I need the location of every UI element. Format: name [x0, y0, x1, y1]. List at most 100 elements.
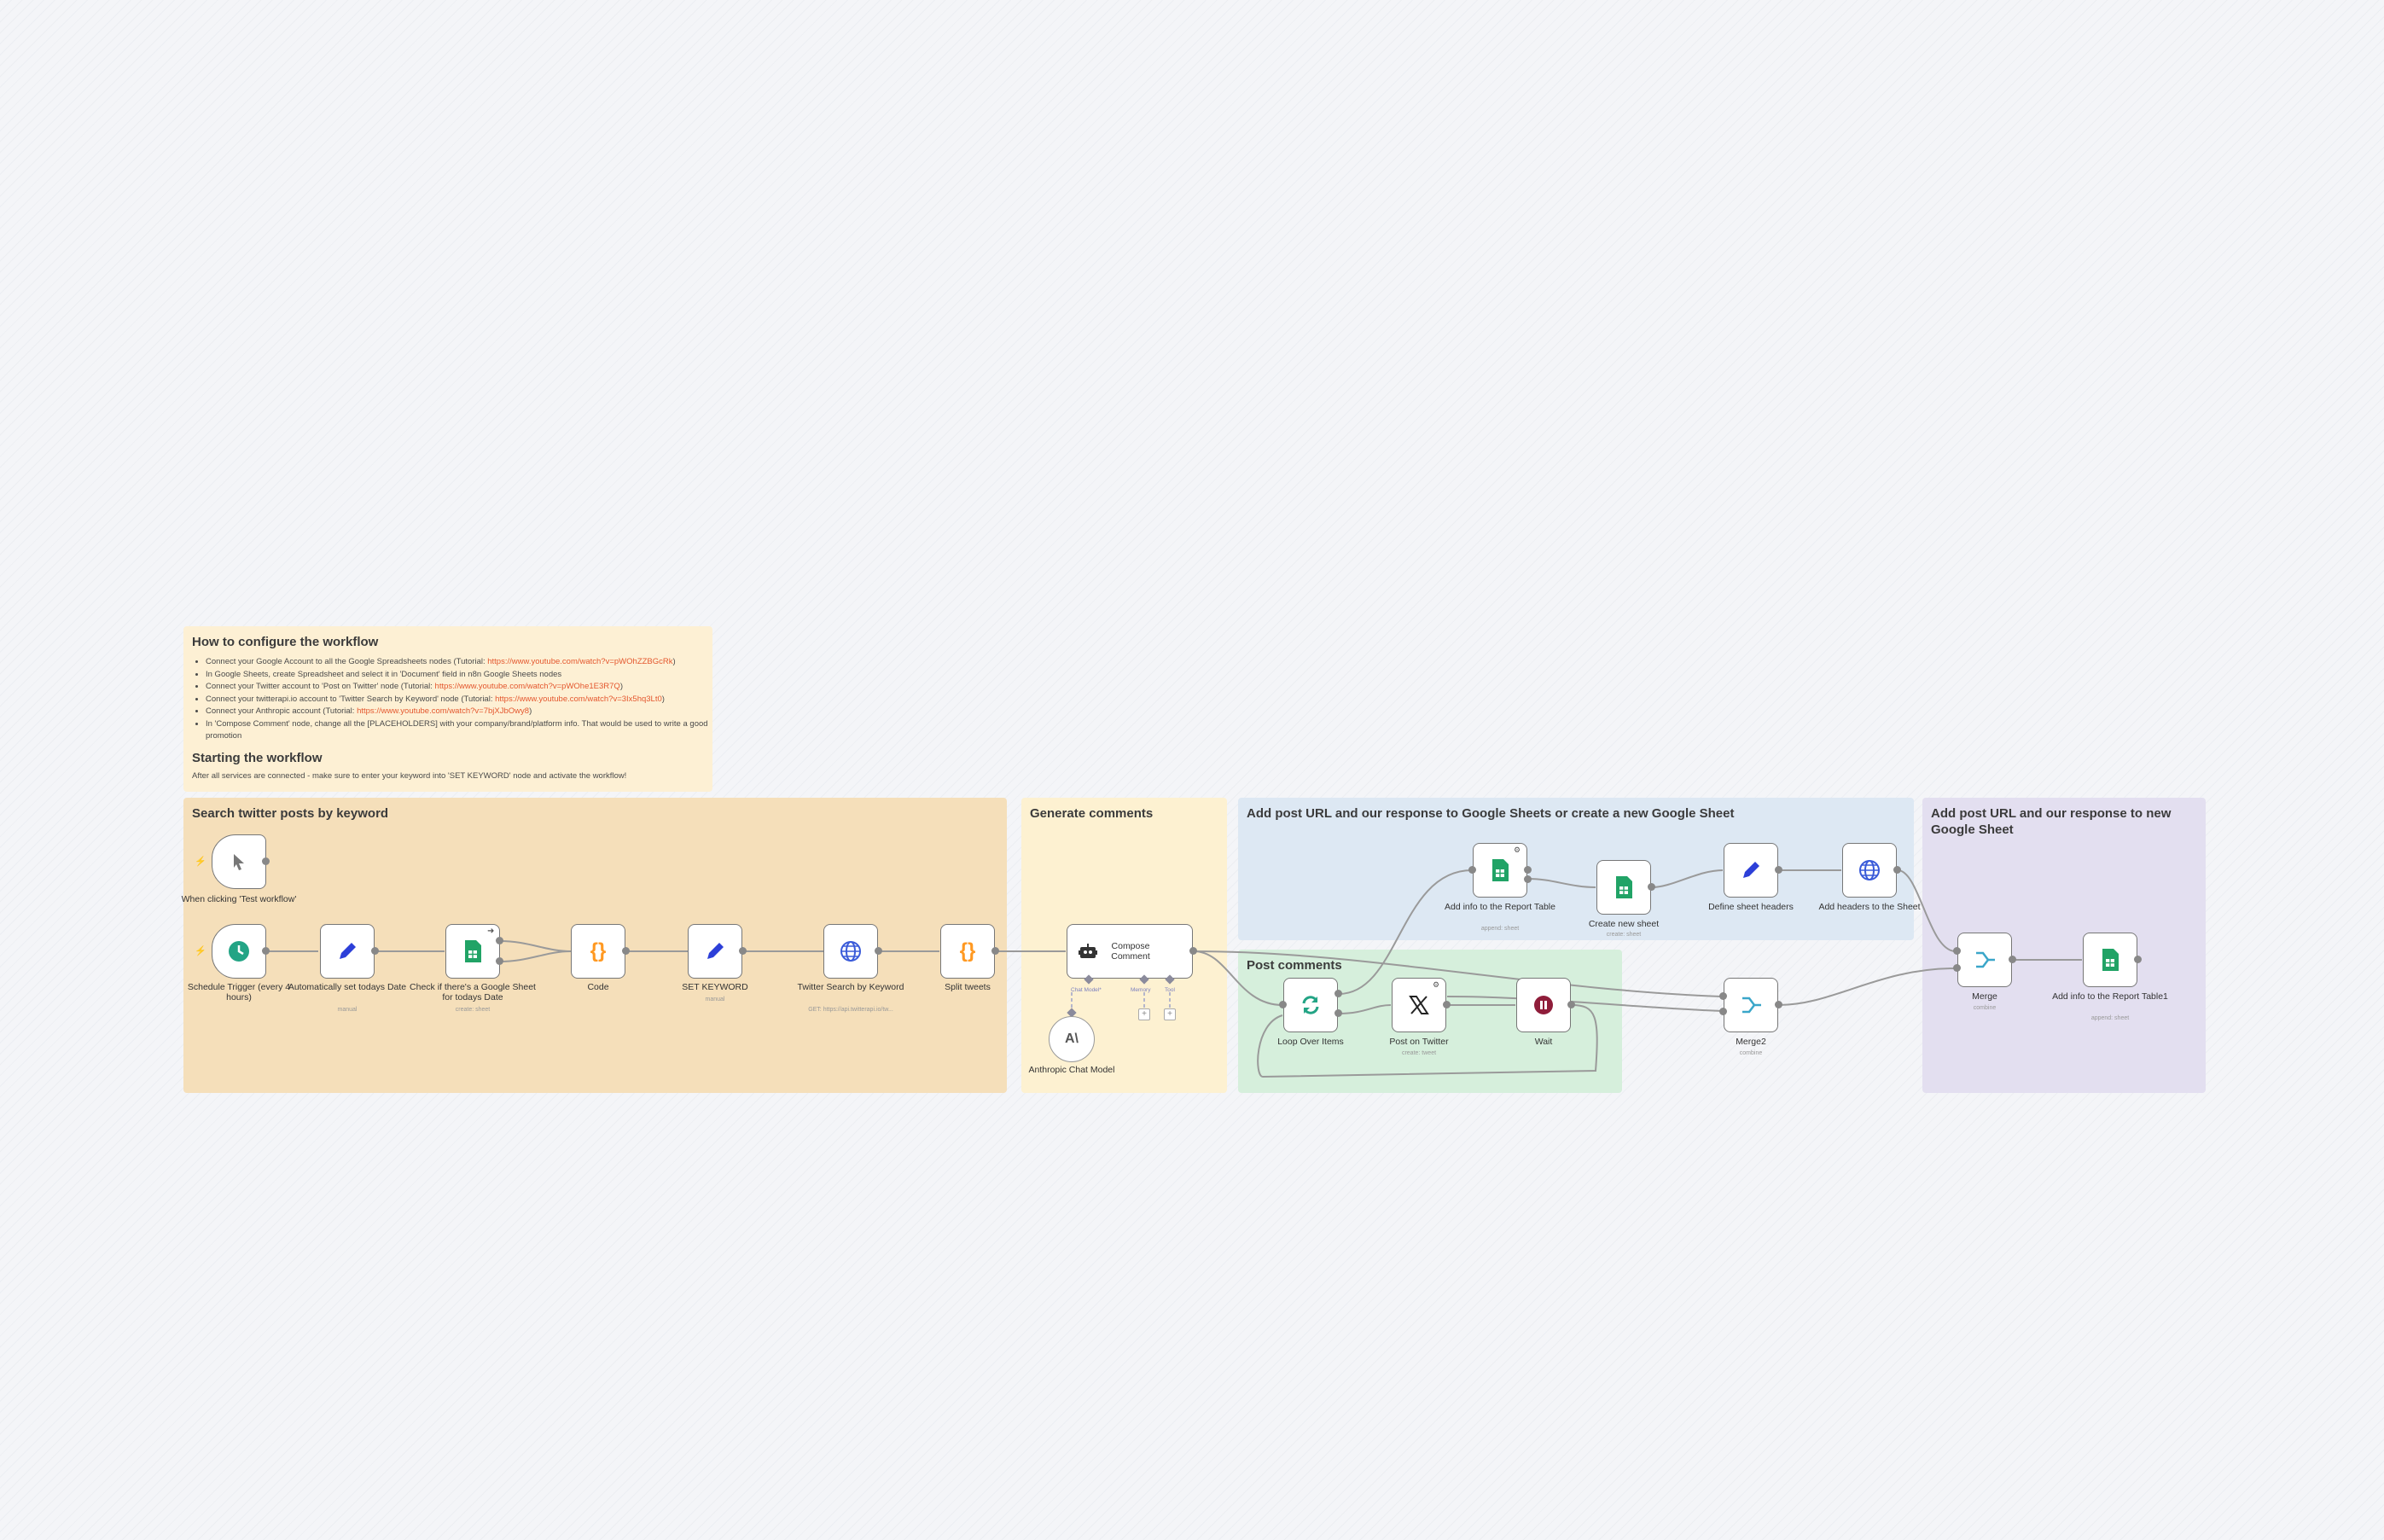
define-headers-node[interactable]	[1724, 843, 1778, 898]
create-sheet-node[interactable]	[1596, 860, 1651, 915]
twitter-search-output-port[interactable]	[875, 947, 882, 955]
edge-loop-post	[1338, 1004, 1392, 1014]
anthropic-icon: A\	[1065, 1032, 1079, 1046]
gear-icon: ⚙	[1433, 980, 1440, 989]
trigger-bolt-icon: ⚡	[195, 946, 206, 956]
add-report-output-port-2[interactable]	[1524, 875, 1532, 883]
add-report1-node[interactable]	[2083, 933, 2137, 987]
add-report-label: Add info to the Report Table	[1445, 902, 1555, 912]
edge-compose-merge2	[1193, 950, 1723, 997]
post-twitter-sub: create: tweet	[1401, 1050, 1437, 1056]
note-item-text: Connect your Anthropic account (Tutorial…	[206, 706, 358, 716]
note-item-tail: )	[619, 682, 623, 691]
code-label: Code	[587, 982, 609, 992]
merge-label: Merge	[1972, 991, 1997, 1002]
merge-output-port[interactable]	[2009, 956, 2016, 963]
merge-sub: combine	[1973, 1005, 1997, 1011]
edge-post-merge2	[1446, 996, 1723, 1012]
note-item-text: Connect your twitterapi.io account to 'T…	[206, 694, 496, 704]
post-twitter-node[interactable]	[1392, 978, 1446, 1032]
merge2-node[interactable]	[1724, 978, 1778, 1032]
merge2-sub: combine	[1739, 1050, 1763, 1056]
compose-output-port[interactable]	[1189, 947, 1197, 955]
manual-output-port[interactable]	[262, 857, 270, 865]
set-keyword-node[interactable]	[688, 924, 742, 979]
wait-node[interactable]	[1516, 978, 1571, 1032]
note-configure-item: Connect your twitterapi.io account to 'T…	[206, 694, 718, 706]
set-keyword-output-port[interactable]	[739, 947, 747, 955]
split-tweets-label: Split tweets	[945, 982, 991, 992]
merge-input-port-2[interactable]	[1953, 964, 1961, 972]
compose-comment-node[interactable]: Compose Comment	[1067, 924, 1193, 979]
add-report-output-port-1[interactable]	[1524, 866, 1532, 874]
note-configure-title: How to configure the workflow	[192, 635, 379, 649]
post-twitter-label: Post on Twitter	[1389, 1037, 1449, 1047]
loop-over-items-node[interactable]	[1283, 978, 1338, 1032]
check-sheet-output-port-2[interactable]	[496, 957, 503, 965]
tutorial-link[interactable]: https://www.youtube.com/watch?v=7bjXJbOw…	[357, 706, 530, 716]
check-sheet-node[interactable]	[445, 924, 500, 979]
merge2-label: Merge2	[1736, 1037, 1766, 1047]
edge-merge2-merge	[1777, 968, 1957, 1006]
code-output-port[interactable]	[622, 947, 630, 955]
tutorial-link[interactable]: https://www.youtube.com/watch?v=pWOhe1E3…	[434, 682, 620, 691]
set-date-sub: manual	[337, 1007, 358, 1013]
chat-model-port-label: Chat Model*	[1071, 987, 1102, 993]
edge-loop-addreport	[1338, 869, 1473, 995]
pencil-icon	[707, 943, 724, 959]
note-configure-item: Connect your Twitter account to 'Post on…	[206, 681, 718, 694]
schedule-output-port[interactable]	[262, 947, 270, 955]
set-date-output-port[interactable]	[371, 947, 379, 955]
set-date-node[interactable]	[320, 924, 375, 979]
create-sheet-sub: create: sheet	[1606, 932, 1642, 938]
define-headers-output-port[interactable]	[1775, 866, 1782, 874]
globe-icon	[840, 941, 861, 962]
add-memory-button[interactable]: +	[1138, 1008, 1150, 1020]
split-output-port[interactable]	[991, 947, 999, 955]
merge2-input-port-1[interactable]	[1719, 992, 1727, 1000]
merge-input-port-1[interactable]	[1953, 947, 1961, 955]
schedule-trigger-label: Schedule Trigger (every 4 hours)	[187, 982, 291, 1002]
add-report1-output-port[interactable]	[2134, 956, 2142, 963]
note-purple-title: Add post URL and our response to new Goo…	[1931, 806, 2172, 837]
note-configure-item: In 'Compose Comment' node, change all th…	[206, 718, 718, 743]
twitter-search-node[interactable]	[823, 924, 878, 979]
compose-comment-label: Compose Comment	[1111, 941, 1150, 962]
add-headers-node[interactable]	[1842, 843, 1897, 898]
post-twitter-output-port[interactable]	[1443, 1001, 1451, 1008]
merge2-input-port-2[interactable]	[1719, 1008, 1727, 1015]
schedule-trigger-node[interactable]	[212, 924, 266, 979]
edge-check-code-1	[499, 940, 572, 952]
merge-node[interactable]	[1957, 933, 2012, 987]
note-configure[interactable]: How to configure the workflow Connect yo…	[183, 626, 712, 792]
note-blue[interactable]: Add post URL and our response to Google …	[1238, 798, 1914, 940]
add-report-input-port[interactable]	[1468, 866, 1476, 874]
loop-output-loop-port[interactable]	[1334, 1009, 1342, 1017]
add-headers-label: Add headers to the Sheet	[1818, 902, 1921, 912]
tutorial-link[interactable]: https://www.youtube.com/watch?v=pWOhZZBG…	[487, 657, 673, 666]
add-tool-button[interactable]: +	[1164, 1008, 1176, 1020]
anthropic-chat-model-node[interactable]: A\	[1049, 1016, 1095, 1062]
code-node[interactable]: {}	[571, 924, 625, 979]
add-headers-output-port[interactable]	[1893, 866, 1901, 874]
manual-trigger-label: When clicking 'Test workflow'	[181, 894, 297, 904]
note-search-title: Search twitter posts by keyword	[192, 806, 389, 821]
globe-icon	[1859, 860, 1880, 880]
edge-create-define	[1651, 869, 1724, 888]
create-sheet-output-port[interactable]	[1648, 883, 1655, 891]
check-sheet-output-port-1[interactable]	[496, 937, 503, 944]
note-configure-item: In Google Sheets, create Spreadsheet and…	[206, 669, 718, 682]
note-item-text: Connect your Twitter account to 'Post on…	[206, 682, 435, 691]
tutorial-link[interactable]: https://www.youtube.com/watch?v=3Ix5hq3L…	[495, 694, 662, 704]
cursor-icon	[234, 854, 244, 870]
edge-compose-loop	[1193, 950, 1283, 1006]
set-keyword-sub: manual	[705, 997, 725, 1002]
loop-input-port[interactable]	[1279, 1001, 1287, 1008]
loop-output-done-port[interactable]	[1334, 990, 1342, 997]
note-blue-title: Add post URL and our response to Google …	[1247, 806, 1735, 821]
merge2-output-port[interactable]	[1775, 1001, 1782, 1008]
manual-trigger-node[interactable]	[212, 834, 266, 889]
split-tweets-node[interactable]: {}	[940, 924, 995, 979]
wait-output-port[interactable]	[1567, 1001, 1575, 1008]
